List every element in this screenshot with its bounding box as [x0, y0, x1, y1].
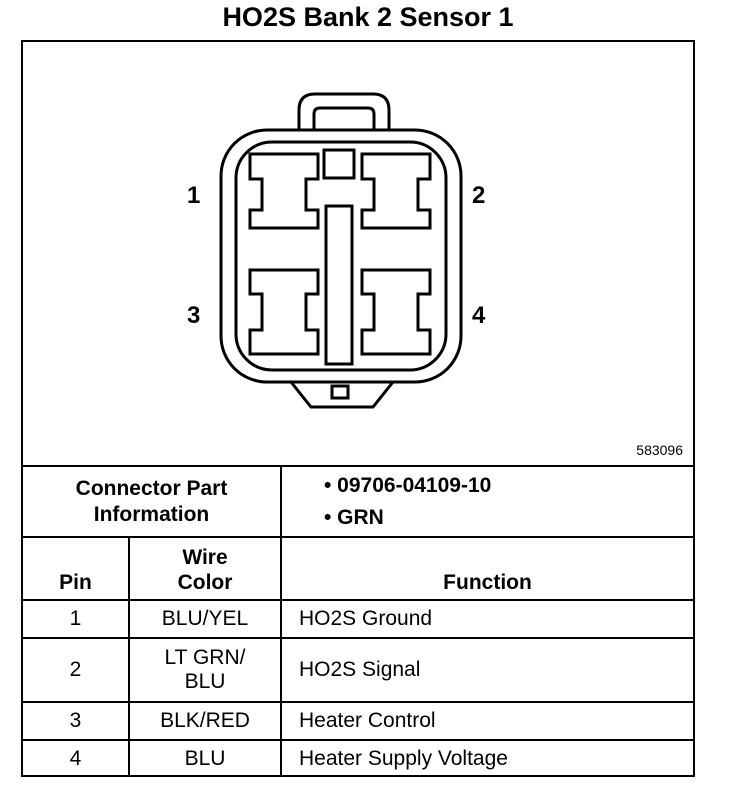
function-cell: Heater Supply Voltage [280, 739, 693, 777]
diagram-title: HO2S Bank 2 Sensor 1 [222, 2, 514, 32]
pin-cavity-4 [360, 268, 432, 356]
connector-bottom-tab [289, 381, 395, 409]
pin-label-1: 1 [187, 182, 201, 209]
connector-diagram: 1 2 3 4 583096 [23, 42, 693, 465]
connector-inner [234, 140, 448, 372]
table-row: 1 BLU/YEL HO2S Ground [23, 599, 693, 639]
connector-frame: 1 2 3 4 583096 Connector Part Informatio… [21, 40, 695, 777]
wire-color-cell: BLK/RED [128, 701, 282, 741]
connector-part-info-values: • 09706-04109-10 • GRN [280, 465, 693, 538]
pin-cavity-1 [248, 152, 320, 230]
connector-latch [297, 92, 391, 130]
function-cell: Heater Control [280, 701, 693, 741]
pin-label-2: 2 [472, 182, 486, 209]
connector-table: Connector Part Information • 09706-04109… [23, 465, 693, 777]
wire-color-cell: LT GRN/ BLU [128, 637, 282, 703]
pin-cell: 3 [23, 701, 130, 741]
figure-part-number: 583096 [636, 442, 683, 458]
connector-drawing [219, 92, 463, 409]
connector-color: • GRN [324, 505, 384, 529]
connector-body [219, 128, 463, 384]
pin-cell: 1 [23, 599, 130, 639]
function-cell: HO2S Signal [280, 637, 693, 703]
table-row: 4 BLU Heater Supply Voltage [23, 739, 693, 777]
pin-cavity-3 [248, 268, 320, 356]
center-key-top [322, 148, 356, 180]
wire-color-cell: BLU [128, 739, 282, 777]
table-row: 3 BLK/RED Heater Control [23, 701, 693, 741]
header-function: Function [280, 536, 693, 601]
center-key-slot [324, 204, 354, 366]
pin-label-3: 3 [187, 302, 201, 329]
pin-cavity-2 [360, 152, 432, 230]
table-header-row: Pin Wire Color Function [23, 536, 693, 601]
header-wire-color: Wire Color [128, 536, 282, 601]
pin-label-4: 4 [472, 302, 486, 329]
wire-color-cell: BLU/YEL [128, 599, 282, 639]
connector-info-row: Connector Part Information • 09706-04109… [23, 465, 693, 538]
connector-part-number: • 09706-04109-10 [324, 473, 492, 497]
header-pin: Pin [23, 536, 130, 601]
connector-part-info-label: Connector Part Information [23, 465, 282, 538]
table-row: 2 LT GRN/ BLU HO2S Signal [23, 637, 693, 703]
pin-cell: 2 [23, 637, 130, 703]
function-cell: HO2S Ground [280, 599, 693, 639]
pin-cell: 4 [23, 739, 130, 777]
